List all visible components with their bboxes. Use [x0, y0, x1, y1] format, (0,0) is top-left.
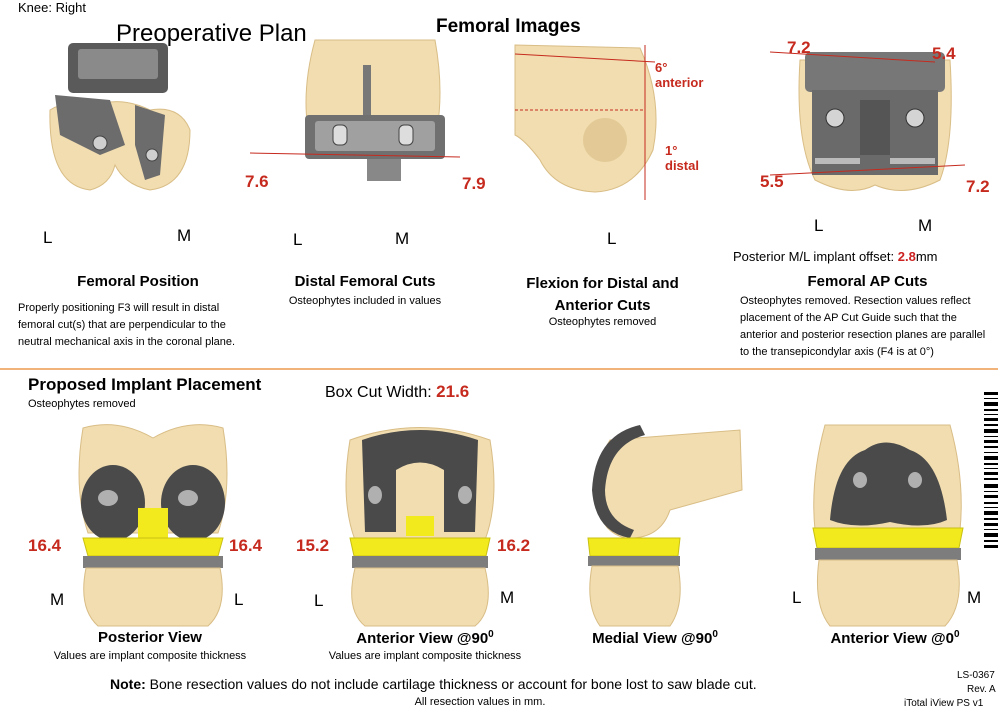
femoral-position-label-m: M — [177, 226, 192, 245]
anterior-view-0-image — [812, 424, 964, 627]
femoral-ap-cuts-caption: Femoral AP Cuts — [807, 273, 928, 290]
knee-side-label: Knee: Right — [18, 0, 86, 15]
anterior-90-note: Values are implant composite thickness — [328, 650, 522, 662]
femoral-position-caption: Femoral Position — [77, 273, 199, 290]
flexion-distal-angle: 1° distal — [665, 143, 699, 173]
femoral-position-label-l: L — [43, 228, 53, 247]
medial-view-90-image — [587, 425, 743, 627]
posterior-view-note: Values are implant composite thickness — [53, 650, 247, 662]
resection-note: Note: Bone resection values do not inclu… — [110, 676, 757, 692]
section-title-femoral-images: Femoral Images — [436, 16, 581, 37]
femoral-ap-cuts-image — [769, 51, 966, 191]
anterior-90-value-left: 15.2 — [296, 536, 330, 555]
implant-section-title: Proposed Implant Placement — [28, 375, 262, 394]
femoral-position-description: Properly positioning F3 will result in d… — [18, 302, 236, 348]
distal-cut-value-right: 7.9 — [462, 174, 486, 193]
barcode — [984, 392, 998, 548]
box-cut-width: Box Cut Width: 21.6 — [325, 382, 470, 401]
distal-cuts-label-l: L — [293, 230, 303, 249]
section-divider — [0, 368, 998, 370]
femoral-position-image — [49, 43, 191, 191]
anterior-90-caption: Anterior View @900 — [356, 629, 494, 647]
document-code: LS-0367 — [957, 670, 995, 681]
ap-cuts-label-m: M — [918, 216, 933, 235]
ap-cut-value-top-left: 7.2 — [787, 38, 811, 57]
distal-femoral-cuts-image — [249, 39, 461, 181]
flexion-caption: Flexion for Distal and Anterior Cuts — [526, 275, 679, 314]
flexion-note: Osteophytes removed — [548, 316, 657, 328]
anterior-0-label-l: L — [792, 588, 802, 607]
distal-femoral-cuts-caption: Distal Femoral Cuts — [294, 273, 436, 290]
units-note: All resection values in mm. — [414, 696, 546, 708]
posterior-view-value-left: 16.4 — [28, 536, 62, 555]
flexion-cuts-image — [514, 44, 657, 200]
flexion-label-l: L — [607, 229, 617, 248]
ap-cut-value-bottom-left: 5.5 — [760, 172, 784, 191]
document-title: Preoperative Plan — [116, 20, 307, 47]
box-cut-width-value: 21.6 — [436, 382, 470, 401]
distal-femoral-cuts-note: Osteophytes included in values — [288, 295, 442, 307]
flexion-anterior-angle: 6° anterior — [655, 60, 704, 90]
medial-90-caption: Medial View @900 — [592, 629, 718, 647]
posterior-view-value-right: 16.4 — [229, 536, 263, 555]
posterior-view-label-l: L — [234, 590, 244, 609]
distal-cuts-label-m: M — [395, 229, 410, 248]
anterior-90-label-l: L — [314, 591, 324, 610]
anterior-0-label-m: M — [967, 588, 982, 607]
anterior-view-90-image — [345, 427, 495, 627]
posterior-view-image — [78, 424, 228, 627]
anterior-90-value-right: 16.2 — [497, 536, 531, 555]
posterior-view-caption: Posterior View — [98, 629, 202, 646]
anterior-90-label-m: M — [500, 588, 515, 607]
posterior-offset-value: 2.8 — [897, 249, 916, 264]
ap-cuts-label-l: L — [814, 216, 824, 235]
product-version: iTotal iView PS v1 — [904, 698, 984, 709]
document-revision: Rev. A — [967, 684, 996, 695]
implant-section-subtitle: Osteophytes removed — [28, 398, 136, 410]
femoral-ap-cuts-description: Osteophytes removed. Resection values re… — [740, 295, 986, 358]
distal-cut-value-left: 7.6 — [245, 172, 269, 191]
ap-cut-value-bottom-right: 7.2 — [966, 177, 990, 196]
posterior-offset: Posterior M/L implant offset: 2.8mm — [733, 249, 938, 264]
ap-cut-value-top-right: 5.4 — [932, 44, 956, 63]
posterior-view-label-m: M — [50, 590, 65, 609]
anterior-0-caption: Anterior View @00 — [830, 629, 960, 647]
